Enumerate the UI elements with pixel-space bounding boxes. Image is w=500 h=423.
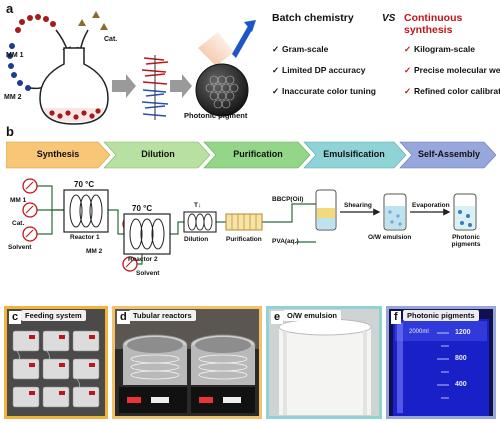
mm2-label: MM 2 <box>4 94 22 101</box>
photonic-pigment-label: Photonic pigment <box>184 111 248 120</box>
batch-bullet-list: ✓Gram-scale ✓Limited DP accuracy ✓Inaccu… <box>272 44 376 107</box>
continuous-synthesis-title: Continuous synthesis <box>404 12 463 36</box>
batch-chemistry-title: Batch chemistry <box>272 12 354 24</box>
panel-label-b: b <box>6 124 14 139</box>
pump-icon <box>22 202 38 218</box>
stage-synthesis <box>6 141 111 169</box>
beaker-mark: 1200 <box>455 329 471 336</box>
flow-process-diagram <box>22 178 477 272</box>
batch-flask-illustration <box>7 11 192 125</box>
arrow-right-icon <box>170 74 192 98</box>
ow-emulsion-photo: e O/W emulsion <box>266 306 382 419</box>
reactor-1-label: Reactor 1 <box>70 234 100 241</box>
batch-bullet: ✓Limited DP accuracy <box>272 65 366 75</box>
batch-bullet: ✓Inaccurate color tuning <box>272 86 376 96</box>
pump-icon <box>22 226 38 242</box>
continuous-bullet-list: ✓Kilogram-scale ✓Precise molecular weigh… <box>404 44 500 107</box>
ow-emulsion-label: O/W emulsion <box>368 234 412 241</box>
process-stage-banner <box>6 141 496 169</box>
catalyst-triangles <box>78 11 108 30</box>
photo-title: Feeding system <box>21 310 86 321</box>
stage-label: Self-Assembly <box>417 149 481 159</box>
dilution-coil-icon <box>183 211 217 233</box>
reactor-2-temperature: 70 °C <box>132 204 153 213</box>
input-mm2-label: MM 2 <box>86 248 103 255</box>
panel-label-d: d <box>117 311 130 324</box>
continuous-bullet: ✓Kilogram-scale <box>404 44 475 54</box>
photo-title: O/W emulsion <box>283 310 342 321</box>
beaker-mark: 400 <box>455 381 467 388</box>
photonic-pigments-photo: 1200 800 400 2000ml f Photonic pigments <box>386 306 496 419</box>
photo-title: Photonic pigments <box>403 310 479 321</box>
mm1-label: MM 1 <box>6 52 24 59</box>
tubular-reactors-photo: d Tubular reactors <box>112 306 262 419</box>
stage-label: Emulsification <box>323 149 385 159</box>
reactor-2-label: Reactor 2 <box>128 256 158 263</box>
catalyst-label: Cat. <box>104 36 118 43</box>
stage-label: Purification <box>233 149 283 159</box>
panel-label-a: a <box>6 1 14 16</box>
reactor-2-icon <box>123 213 171 255</box>
bbcp-oil-label: BBCP(Oil) <box>272 196 304 203</box>
temperature-down-label: T↓ <box>194 202 202 209</box>
panel-label-c: c <box>9 311 22 324</box>
beaker-volume-label: 2000ml <box>409 329 429 335</box>
stage-emulsification <box>303 141 407 169</box>
panel-label-f: f <box>391 311 401 324</box>
input-solvent-2-label: Solvent <box>136 270 160 277</box>
reactor-1-icon <box>63 189 109 233</box>
arrow-right-icon <box>112 74 136 98</box>
evaporation-label: Evaporation <box>412 202 450 209</box>
photonic-pigments-label: Photonic pigments <box>451 234 481 248</box>
brush-polymer-illustration <box>141 55 169 120</box>
photonic-pigment-sphere-icon <box>195 20 256 117</box>
beaker-mark: 800 <box>455 355 467 362</box>
stage-label: Dilution <box>141 149 175 159</box>
panel-label-e: e <box>271 311 284 324</box>
mm1-monomer-dots <box>15 14 56 33</box>
mm2-monomer-dots <box>7 43 31 91</box>
continuous-bullet: ✓Precise molecular weight <box>404 65 500 75</box>
input-catalyst-label: Cat. <box>12 220 25 227</box>
stage-label: Synthesis <box>36 149 80 159</box>
input-mm1-label: MM 1 <box>10 197 27 204</box>
pva-aq-label: PVA(aq.) <box>272 238 299 245</box>
vs-label: VS <box>382 13 396 24</box>
input-solvent-label: Solvent <box>8 244 32 251</box>
pump-icon <box>22 178 38 194</box>
photo-title: Tubular reactors <box>129 310 196 321</box>
reactor-1-temperature: 70 °C <box>74 180 95 189</box>
flask-icon <box>39 47 109 125</box>
batch-bullet: ✓Gram-scale <box>272 44 329 54</box>
feeding-system-photo: c Feeding system <box>4 306 108 419</box>
purification-label: Purification <box>226 236 262 243</box>
stage-self-assembly <box>399 141 496 169</box>
continuous-bullet: ✓Refined color calibration <box>404 86 500 96</box>
dilution-label: Dilution <box>184 236 209 243</box>
stage-dilution <box>103 141 211 169</box>
stage-purification <box>203 141 311 169</box>
shearing-label: Shearing <box>344 202 372 209</box>
